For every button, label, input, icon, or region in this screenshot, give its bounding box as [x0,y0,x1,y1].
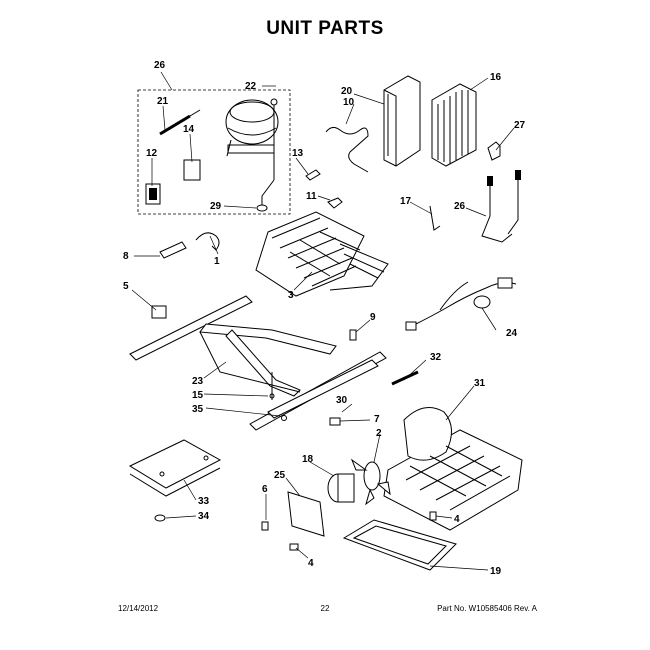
callout-3: 3 [288,290,294,301]
callout-29: 29 [210,201,222,212]
callout-25: 25 [274,470,286,481]
callout-2: 2 [376,428,382,439]
callout-5: 5 [123,281,129,292]
leader-lines [131,71,515,571]
footer-date: 12/14/2012 [118,604,159,613]
callout-35: 35 [192,404,204,415]
drain-pan [342,519,457,571]
callout-11: 11 [306,191,317,202]
base-screw [429,511,437,521]
callout-8: 8 [123,251,129,262]
callout-13: 13 [292,148,304,159]
callout-21: 21 [157,96,169,107]
grommet [256,204,268,212]
motor-screw [289,543,299,551]
callout-31: 31 [474,378,486,389]
capacitor [145,183,161,205]
callout-18: 18 [302,454,314,465]
drain-plug [159,241,187,259]
fan-motor [327,473,355,503]
overload-wire [159,109,201,136]
callout-6: 6 [262,484,268,495]
callout-22: 22 [245,81,257,92]
callout-30: 30 [336,395,348,406]
motor-bracket [287,491,325,537]
callout-33: 33 [198,496,210,507]
callout-4-base: 4 [454,514,460,525]
callout-24: 24 [506,328,518,339]
machine-compartment-base [383,407,523,531]
callout-26b: 26 [454,201,466,212]
callout-26: 26 [154,60,166,71]
callout-12: 12 [146,148,158,159]
tube-clip [327,197,343,209]
callout-20: 20 [341,86,353,97]
fan-blade [350,458,391,506]
callout-17: 17 [400,196,412,207]
callout-1: 1 [214,256,220,267]
condenser-tube [325,126,369,173]
callout-27: 27 [514,120,526,131]
leveling-foot [154,514,166,522]
wire-harness [405,277,517,331]
drier-tubes [481,170,521,243]
callout-32: 32 [430,352,442,363]
callout-7: 7 [374,414,380,425]
callout-14: 14 [183,124,195,135]
evaporator-coils [255,211,389,297]
callout-16: 16 [490,72,502,83]
condenser-housing [383,75,421,167]
support-rod [391,370,419,386]
compressor [225,98,279,206]
callout-19: 19 [490,566,502,577]
callout-10: 10 [343,97,355,108]
unit-frame [129,295,387,431]
condenser-coil [431,83,477,167]
cover-plate [128,439,222,489]
drier-clip [305,169,321,181]
callout-34: 34 [198,511,210,522]
frame-screw [349,329,357,341]
relay [183,159,201,181]
footer-part-number: Part No. W10585406 Rev. A [437,604,537,613]
bracket-screw [261,521,269,531]
callout-4-motor: 4 [308,558,314,569]
callout-15: 15 [192,390,204,401]
footer-page-number: 22 [320,604,330,613]
callout-labels: 26 22 21 14 12 13 29 20 10 16 27 11 17 2… [123,60,526,577]
page-title: UNIT PARTS [266,18,384,39]
nut [329,417,341,426]
callout-23: 23 [192,376,204,387]
hot-gas-tube [429,205,441,231]
coil-clip [487,141,501,161]
drain-wire [195,232,220,251]
callout-9: 9 [370,312,376,323]
compressor-kit-box [137,89,291,215]
